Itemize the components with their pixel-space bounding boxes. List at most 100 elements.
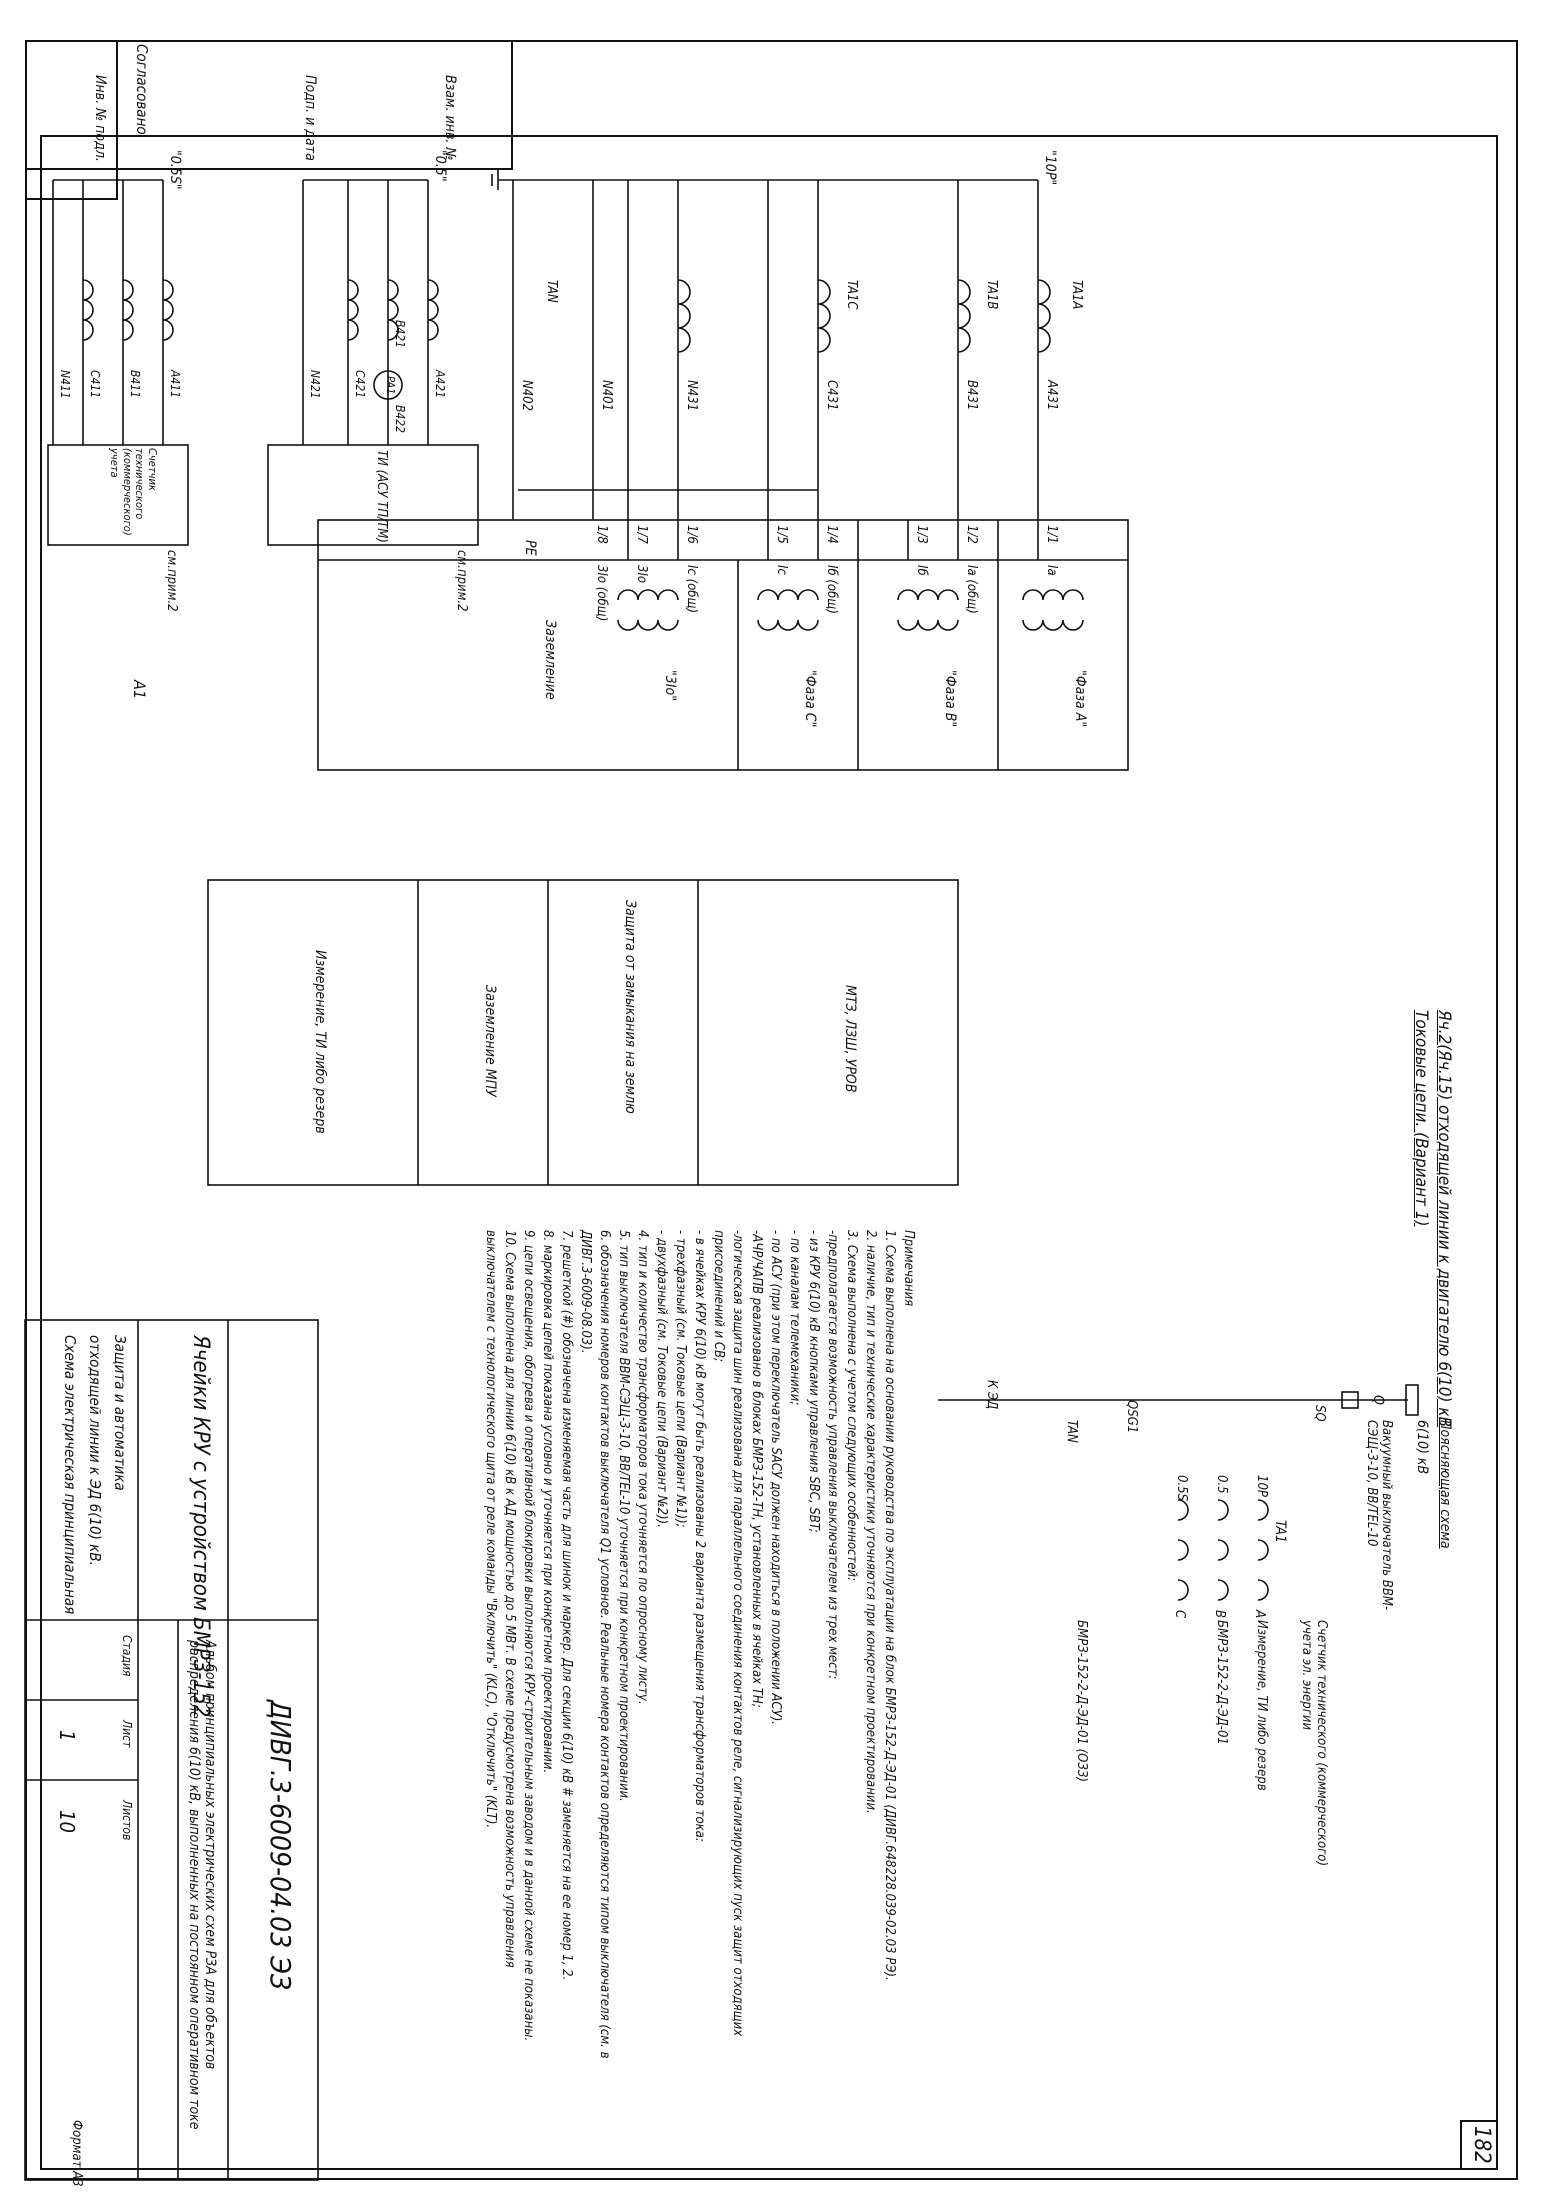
- phase-b-label: "Фаза В": [942, 670, 958, 728]
- desc-line-3: Схема электрическая принципиальная: [61, 1335, 79, 1615]
- wire-a421: A421: [433, 370, 447, 398]
- wire-n431: N431: [684, 380, 699, 412]
- sheets-value: 10: [55, 1810, 79, 1833]
- pa1-label: PA1: [384, 376, 397, 395]
- tan-sld-label: TAN: [1064, 1420, 1079, 1443]
- rp-group-label: "10Р": [1042, 150, 1058, 186]
- terminal-1-2: 1/2: [964, 525, 979, 544]
- ta1b-label: TA1B: [984, 280, 999, 310]
- note-line: - в ячейках КРУ 6(10) кВ могут быть реал…: [692, 1230, 707, 1842]
- meter-box-label: Счетчик технического (коммерческого) уче…: [108, 448, 159, 536]
- wire-a411: A411: [168, 370, 182, 398]
- class-10p: 10Р: [1254, 1475, 1269, 1497]
- desc-line-1: Защита и автоматика: [111, 1335, 129, 1491]
- desc-meter: Счетчик технического (коммерческого) уче…: [1299, 1620, 1329, 1867]
- signal-ia-common: Ia (общ): [964, 565, 979, 614]
- desc-bmrz-ozz: БМРЗ-152-2-Д-ЭД-01 (ОЗЗ): [1074, 1620, 1089, 1782]
- pe-label: PE: [522, 540, 538, 556]
- sheet-label: Лист: [120, 1720, 134, 1748]
- note-line: 2. наличие, тип и технические характерис…: [863, 1230, 878, 1814]
- sheet-value: 1: [55, 1730, 79, 1742]
- phase-c-label: "Фаза С": [802, 670, 818, 728]
- note-line: 7. решеткой (#) обозначена изменяемая ча…: [559, 1230, 574, 1981]
- wire-n401: N401: [599, 380, 614, 412]
- fn-mtz: МТЗ, ЛЗШ, УРОВ: [842, 985, 858, 1093]
- signal-ia: Ia: [1044, 565, 1059, 576]
- terminal-1-7: 1/7: [634, 525, 649, 544]
- signal-3io: 3Io: [634, 565, 649, 584]
- note-line: -предполагается возможность управления в…: [825, 1230, 840, 1680]
- note-line: 10. Схема выполнена для линии 6(10) кВ к…: [483, 1230, 517, 1968]
- notes-heading: Примечания: [901, 1230, 916, 1307]
- terminal-1-8: 1/8: [594, 525, 609, 544]
- class-05s: 0.5S: [1174, 1475, 1189, 1502]
- phase-c: C: [1172, 1610, 1187, 1619]
- sld-voltage: 6(10) кВ: [1414, 1420, 1430, 1475]
- signal-ib: Iб: [914, 565, 929, 576]
- class-05: 0.5: [1214, 1475, 1229, 1494]
- wire-n421: N421: [308, 370, 322, 399]
- ta1-group: TA1: [1272, 1520, 1288, 1544]
- terminal-1-3: 1/3: [914, 525, 929, 544]
- wire-c411: C411: [88, 370, 102, 399]
- wire-b421: B421: [393, 320, 407, 349]
- note-line: 3. Схема выполнена с учетом следующих ос…: [844, 1230, 859, 1582]
- terminal-1-1: 1/1: [1044, 525, 1059, 544]
- wire-b431: B431: [964, 380, 979, 411]
- ground-label: Заземление: [542, 620, 558, 700]
- note-line: - по АСУ (при этом переключатель SACУ до…: [768, 1230, 783, 1725]
- desc-line-2: отходящей линии к ЭД 6(10) кВ.: [86, 1335, 104, 1566]
- note-line: -АЧР/ЧАПВ реализовано в блоках БМРЗ-152-…: [749, 1230, 764, 1708]
- device-tag: А1: [130, 680, 149, 699]
- sq-label: SQ: [1312, 1405, 1327, 1422]
- see-note-1: см.прим.2: [454, 550, 469, 612]
- note-line: -логическая защита шин реализована для п…: [711, 1230, 745, 2037]
- terminal-1-5: 1/5: [774, 525, 789, 544]
- note-line: 8. маркировка цепей показана условно и у…: [540, 1230, 555, 1774]
- terminal-1-6: 1/6: [684, 525, 699, 544]
- sld-title: Поясняющая схема: [1437, 1420, 1453, 1549]
- group-05s-label: "0.5S": [167, 150, 183, 190]
- phase-b: B: [1212, 1610, 1227, 1619]
- wire-n411: N411: [58, 370, 72, 399]
- signal-3io-common: 3Io (общ): [594, 565, 609, 622]
- album-title: Альбом принципиальных электрических схем…: [185, 1640, 218, 2130]
- note-line: 6. обозначения номеров контактов выключа…: [578, 1230, 612, 2059]
- fn-mpu-ground: Заземление МПУ: [482, 985, 498, 1097]
- group-05-label: "0.5": [432, 150, 448, 182]
- wire-a431: A431: [1044, 380, 1059, 411]
- breaker-desc: Вакуумный выключатель ВВМ-СЭЩ-3-10, BB/T…: [1364, 1420, 1394, 1611]
- signal-ic-common: Ic (общ): [684, 565, 699, 614]
- fn-measure: Измерение, ТИ либо резерв: [312, 950, 328, 1134]
- tan-label: TAN: [544, 280, 559, 303]
- sheets-label: Листов: [120, 1800, 134, 1841]
- ti-box-label: ТИ (АСУ ТП/ТМ): [374, 450, 389, 543]
- desc-measure: Измерение, ТИ либо резерв: [1254, 1620, 1269, 1791]
- note-line: 5. тип выключателя ВВМ-СЭЩ-3-10, BB/TEL-…: [616, 1230, 631, 1802]
- notes-block: Примечания 1. Схема выполнена на основан…: [481, 1230, 918, 2060]
- drawing-code: ДИВГ.3-6009-04.03 ЭЗ: [264, 1700, 297, 1990]
- to-motor: К ЭД: [984, 1380, 999, 1410]
- note-line: - двухфазный (см. Токовые цепи (Вариант …: [654, 1230, 669, 1528]
- ta1c-label: TA1C: [844, 280, 859, 310]
- breaker-label: Q: [1370, 1395, 1386, 1405]
- wire-b411: B411: [128, 370, 142, 399]
- phase-a: A: [1252, 1610, 1267, 1618]
- wire-n402: N402: [519, 380, 534, 412]
- note-line: 1. Схема выполнена на основании руководс…: [882, 1230, 897, 1981]
- note-line: - из КРУ 6(10) кВ кнопками управления SB…: [806, 1230, 821, 1533]
- signal-ic: Ic: [774, 565, 789, 575]
- terminal-1-4: 1/4: [824, 525, 839, 544]
- 3io-label: "3Io": [662, 670, 678, 702]
- phase-a-label: "Фаза А": [1072, 670, 1088, 728]
- note-line: 9. цепи освещения, обогрева и оперативно…: [521, 1230, 536, 2042]
- note-line: - трехфазный (см. Токовые цепи (Вариант …: [673, 1230, 688, 1528]
- ta1a-label: TA1A: [1069, 280, 1084, 310]
- qsg1-label: QSG1: [1124, 1400, 1139, 1434]
- note-line: - по каналам телемеханики;: [787, 1230, 802, 1406]
- wire-c421: C421: [353, 370, 367, 399]
- see-note-2: см.прим.2: [164, 550, 179, 612]
